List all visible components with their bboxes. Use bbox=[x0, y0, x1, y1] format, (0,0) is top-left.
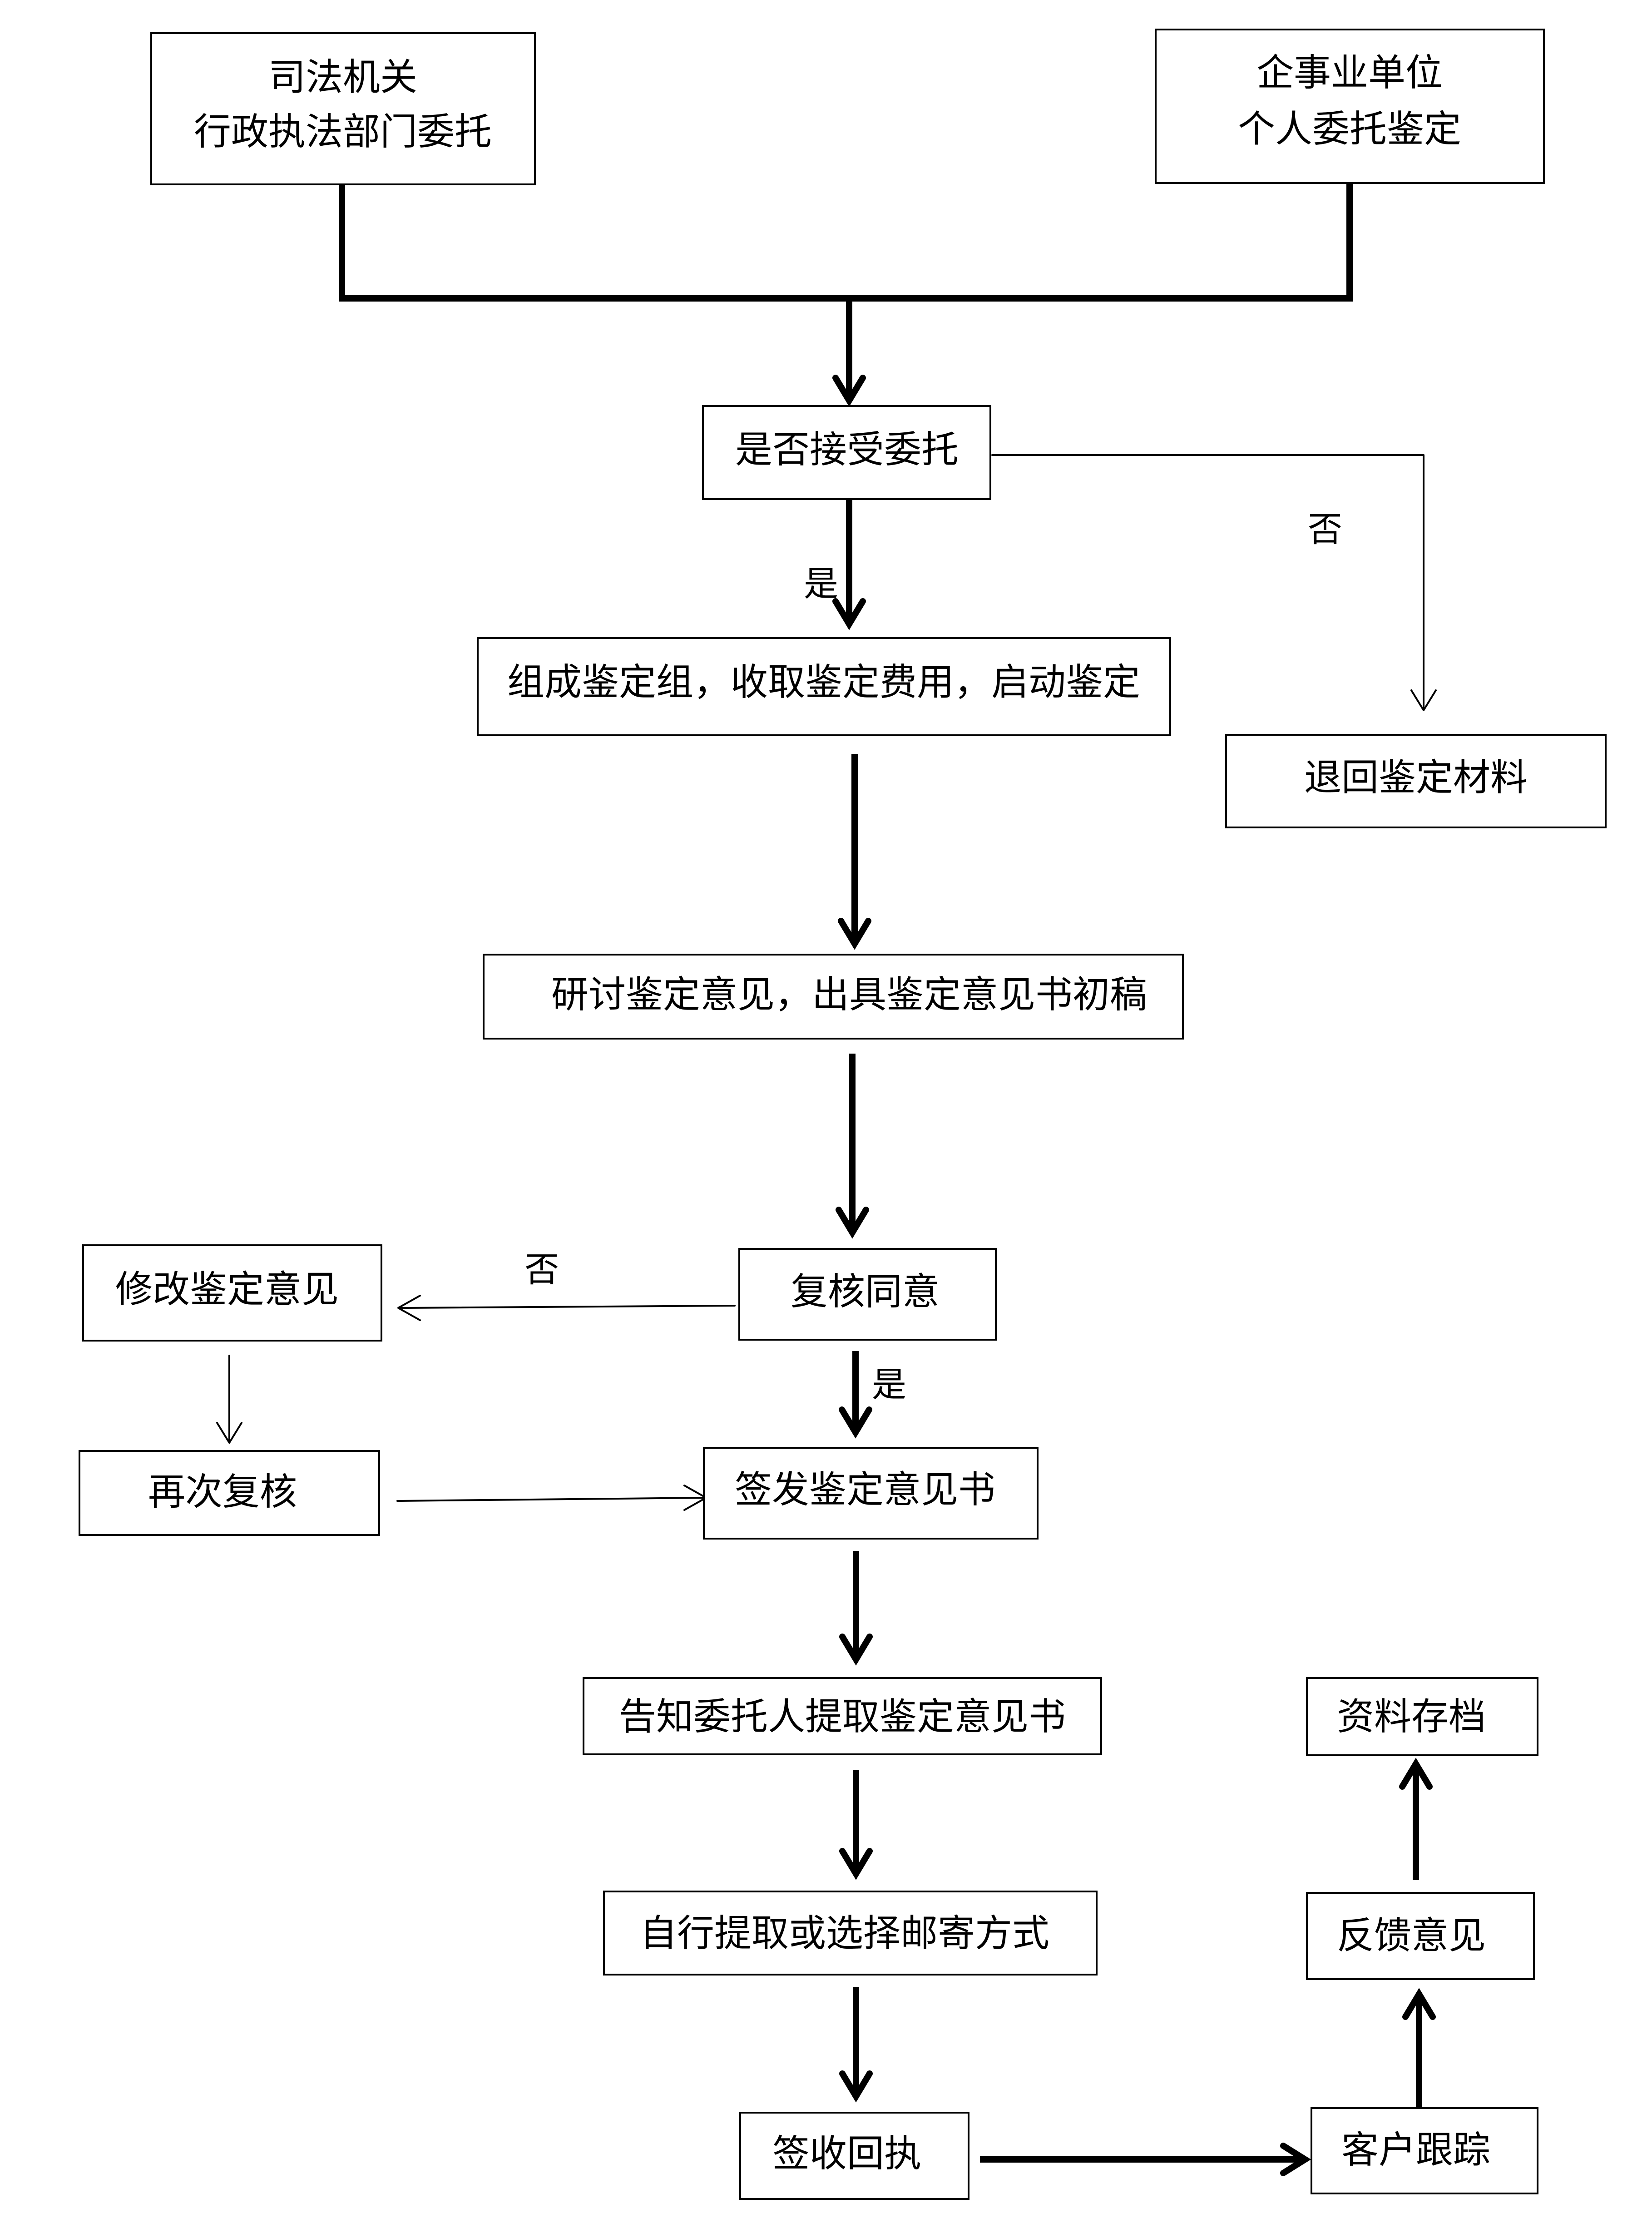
arrowhead-icon bbox=[397, 1295, 421, 1321]
node-accept: 是否接受委托 bbox=[702, 405, 991, 500]
arrowhead-icon bbox=[832, 598, 866, 630]
node-archive-label: 资料存档 bbox=[1337, 1695, 1486, 1738]
node-return-materials-label: 退回鉴定材料 bbox=[1304, 756, 1528, 799]
node-review-agree: 复核同意 bbox=[738, 1248, 997, 1341]
arrowhead-icon bbox=[839, 1634, 873, 1666]
node-notify-label: 告知委托人提取鉴定意见书 bbox=[619, 1695, 1066, 1738]
node-notify: 告知委托人提取鉴定意见书 bbox=[583, 1677, 1102, 1755]
node-issue-label: 签发鉴定意见书 bbox=[735, 1468, 995, 1511]
node-form-group: 组成鉴定组，收取鉴定费用，启动鉴定 bbox=[477, 637, 1171, 736]
arrowhead-icon bbox=[838, 918, 871, 950]
node-issue: 签发鉴定意见书 bbox=[703, 1447, 1039, 1540]
node-modify: 修改鉴定意见 bbox=[82, 1244, 382, 1342]
node-feedback-label: 反馈意见 bbox=[1337, 1914, 1486, 1957]
arrowhead-icon bbox=[1410, 689, 1437, 711]
arrowhead-icon bbox=[836, 1207, 869, 1239]
edge-label-review-no: 否 bbox=[524, 1249, 559, 1290]
node-draft: 研讨鉴定意见，出具鉴定意见书初稿 bbox=[483, 954, 1184, 1040]
node-pickup: 自行提取或选择邮寄方式 bbox=[603, 1891, 1098, 1975]
node-archive: 资料存档 bbox=[1306, 1677, 1538, 1756]
node-judicial: 司法机关 行政执法部门委托 bbox=[150, 32, 536, 185]
node-form-group-label: 组成鉴定组，收取鉴定费用，启动鉴定 bbox=[507, 661, 1140, 704]
node-review-agree-label: 复核同意 bbox=[791, 1270, 940, 1313]
node-re-review: 再次复核 bbox=[79, 1450, 380, 1536]
edge-labels: 否 是 否 是 bbox=[524, 509, 1342, 1405]
node-modify-label: 修改鉴定意见 bbox=[115, 1268, 339, 1311]
edge-label-review-yes: 是 bbox=[872, 1364, 906, 1405]
node-enterprise-line-2: 个人委托鉴定 bbox=[1238, 108, 1461, 151]
node-draft-label: 研讨鉴定意见，出具鉴定意见书初稿 bbox=[551, 973, 1147, 1016]
node-re-review-label: 再次复核 bbox=[148, 1470, 297, 1514]
node-judicial-line-2: 行政执法部门委托 bbox=[194, 110, 492, 153]
arrow-re-review-to-issue bbox=[396, 1497, 706, 1502]
node-customer-followup: 客户跟踪 bbox=[1311, 2107, 1538, 2194]
node-receipt-label: 签收回执 bbox=[772, 2132, 921, 2175]
node-enterprise: 企事业单位 个人委托鉴定 bbox=[1155, 29, 1545, 184]
arrowhead-icon bbox=[216, 1422, 242, 1444]
node-judicial-line-1: 司法机关 bbox=[268, 56, 417, 99]
node-accept-label: 是否接受委托 bbox=[735, 428, 959, 471]
arrow-accept-no-to-return bbox=[991, 454, 1424, 710]
arrowhead-icon bbox=[1280, 2143, 1311, 2176]
arrowhead-icon bbox=[1402, 1988, 1436, 2020]
arrowhead-icon bbox=[839, 2070, 873, 2103]
merge-line bbox=[339, 184, 1353, 302]
node-customer-followup-label: 客户跟踪 bbox=[1341, 2129, 1490, 2172]
node-enterprise-line-1: 企事业单位 bbox=[1256, 51, 1443, 94]
node-return-materials: 退回鉴定材料 bbox=[1225, 734, 1607, 828]
arrowhead-icon bbox=[1399, 1758, 1433, 1790]
node-feedback: 反馈意见 bbox=[1306, 1892, 1535, 1980]
connectors bbox=[339, 184, 1436, 2176]
arrowhead-icon bbox=[839, 1406, 872, 1439]
edge-label-accept-no: 否 bbox=[1308, 509, 1342, 550]
node-receipt: 签收回执 bbox=[739, 2112, 969, 2200]
node-pickup-label: 自行提取或选择邮寄方式 bbox=[640, 1912, 1049, 1955]
arrowhead-icon bbox=[839, 1848, 873, 1880]
edge-label-accept-yes: 是 bbox=[804, 564, 838, 604]
arrow-review-no-to-modify bbox=[399, 1305, 736, 1309]
arrowhead-icon bbox=[832, 375, 866, 407]
